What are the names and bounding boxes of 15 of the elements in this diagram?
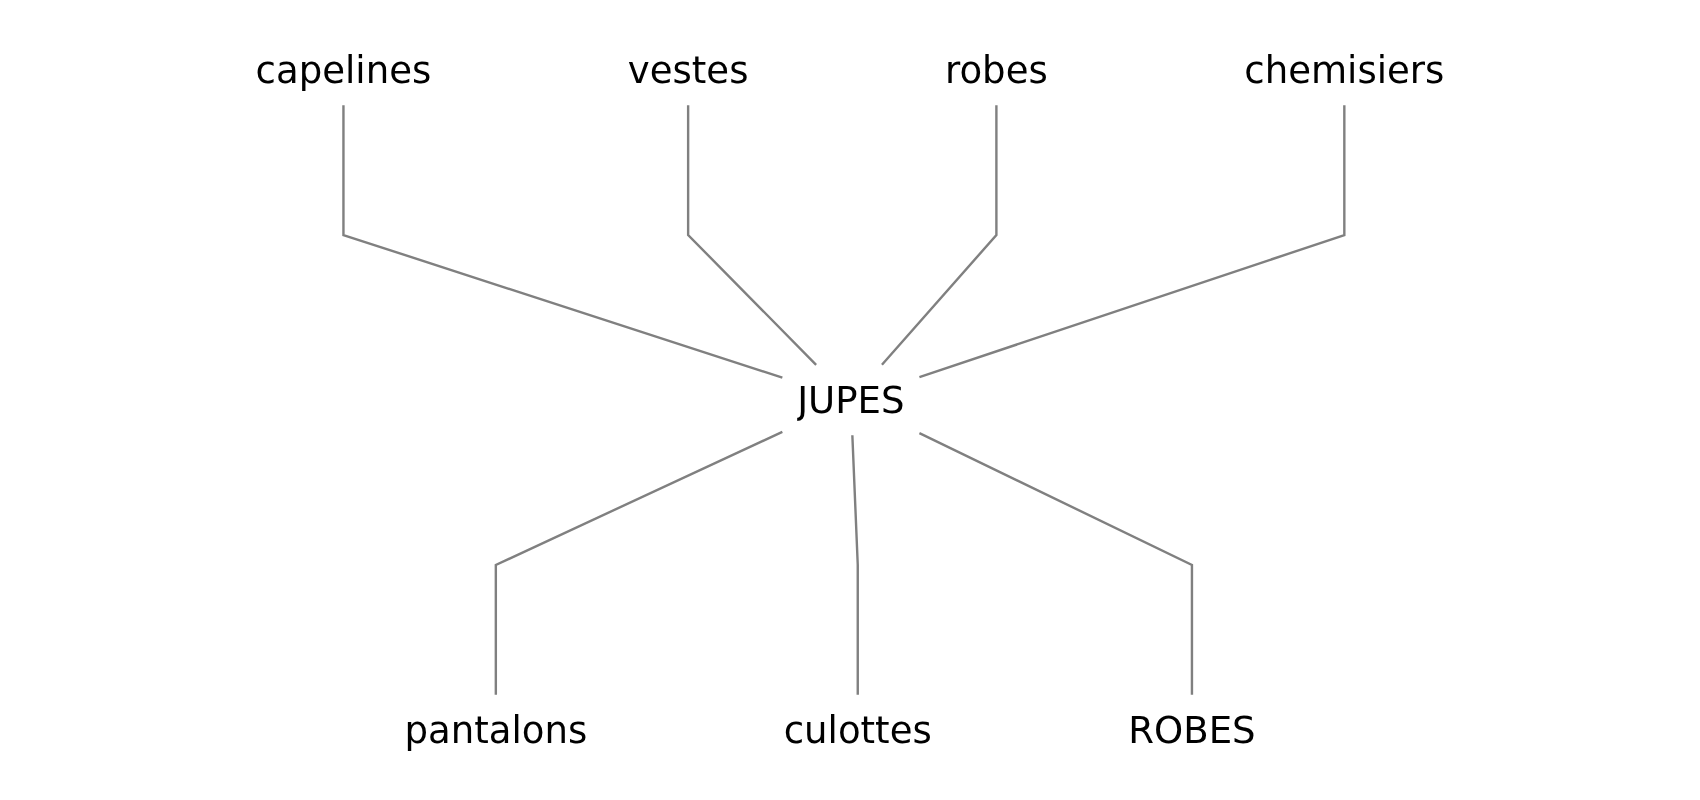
node-text: vestes [627, 47, 749, 93]
connector [686, 105, 817, 366]
node-text: culottes [783, 707, 932, 753]
connector [342, 105, 783, 379]
node-text: capelines [255, 47, 432, 93]
connector [919, 105, 1346, 379]
node-text: chemisiers [1244, 47, 1445, 93]
connector [851, 435, 859, 695]
node-text: pantalons [404, 707, 588, 753]
connector [881, 105, 998, 366]
node-text: robes [945, 47, 1048, 93]
connector [918, 432, 1194, 695]
node-text: JUPES [797, 377, 905, 423]
connector [494, 430, 783, 695]
node-text: ROBES [1128, 707, 1256, 753]
